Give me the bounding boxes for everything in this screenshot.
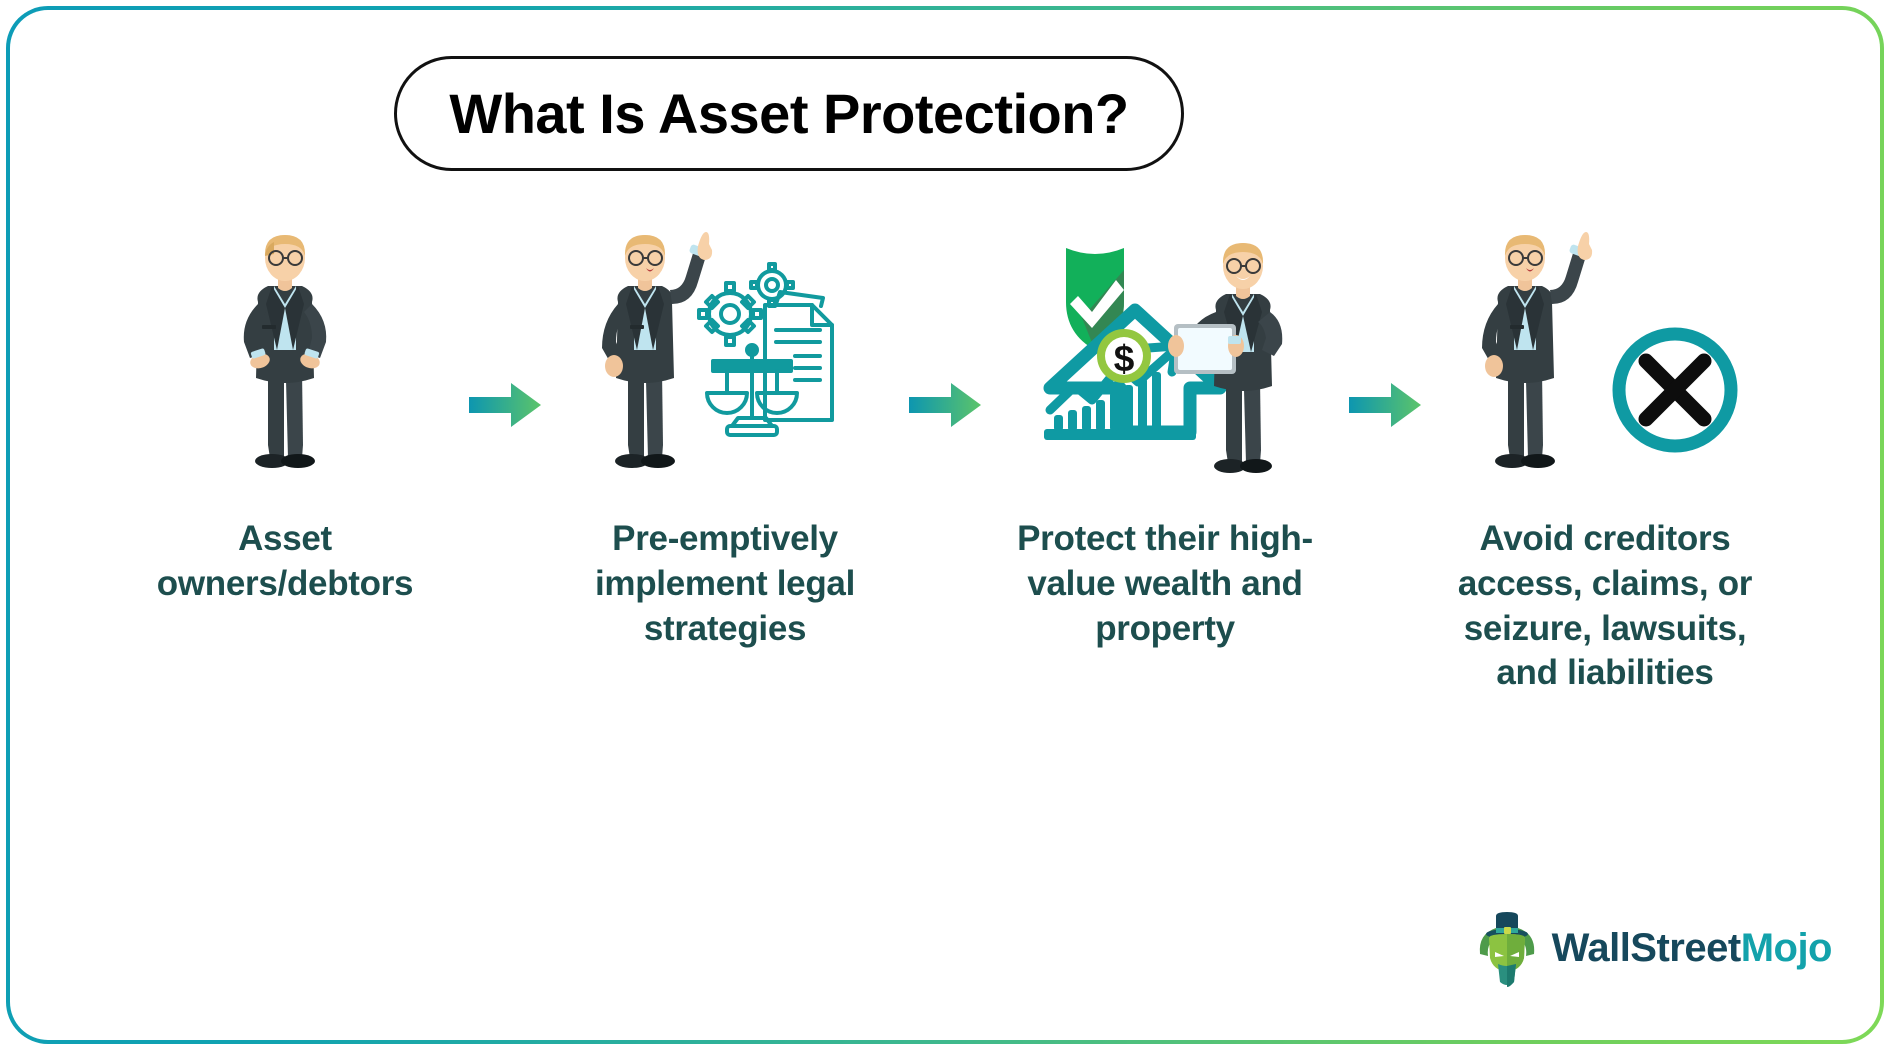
infographic-canvas: What Is Asset Protection? [10, 10, 1880, 1040]
businessman-pointing-up-icon [602, 232, 713, 468]
step-3-art: $ [1000, 225, 1330, 475]
step-2-caption: Pre-emptively implement legal strategies [594, 519, 856, 648]
gears-scales-document-icon [697, 262, 834, 437]
arrow-step-3-to-4 [1330, 225, 1440, 475]
step-2: Pre-emptively implement legal strategies [560, 225, 890, 651]
arrow-step-1-to-2 [450, 225, 560, 475]
step-3: $ [1000, 225, 1330, 651]
arrow-step-2-to-3 [890, 225, 1000, 475]
step-4: Avoid creditors access, claims, or seizu… [1440, 225, 1770, 696]
title-pill: What Is Asset Protection? [394, 56, 1184, 171]
step-1: Asset owners/debtors [120, 225, 450, 607]
step-2-art [560, 225, 890, 475]
svg-text:$: $ [1114, 338, 1135, 379]
infographic-border-frame: What Is Asset Protection? [6, 6, 1884, 1044]
businessman-hands-on-hips-icon [243, 235, 327, 468]
businessman-holding-tablet-icon [1168, 243, 1283, 473]
page-title: What Is Asset Protection? [449, 82, 1129, 145]
step-1-art [120, 225, 450, 475]
logo-word-mojo: Mojo [1740, 925, 1833, 970]
wallstreetmojo-logo[interactable]: WallStreetMojo [1476, 908, 1833, 988]
steps-row: Asset owners/debtors [10, 225, 1880, 696]
step-3-caption: Protect their high-value wealth and prop… [1017, 519, 1313, 648]
bull-mascot-icon [1479, 912, 1534, 987]
circle-x-icon [1612, 327, 1738, 453]
step-1-caption: Asset owners/debtors [156, 519, 414, 603]
businessman-pointing-up-icon [1482, 232, 1593, 468]
logo-word-wallstreet: WallStreet [1551, 925, 1742, 970]
step-4-caption: Avoid creditors access, claims, or seizu… [1457, 519, 1753, 693]
step-4-art [1440, 225, 1770, 475]
